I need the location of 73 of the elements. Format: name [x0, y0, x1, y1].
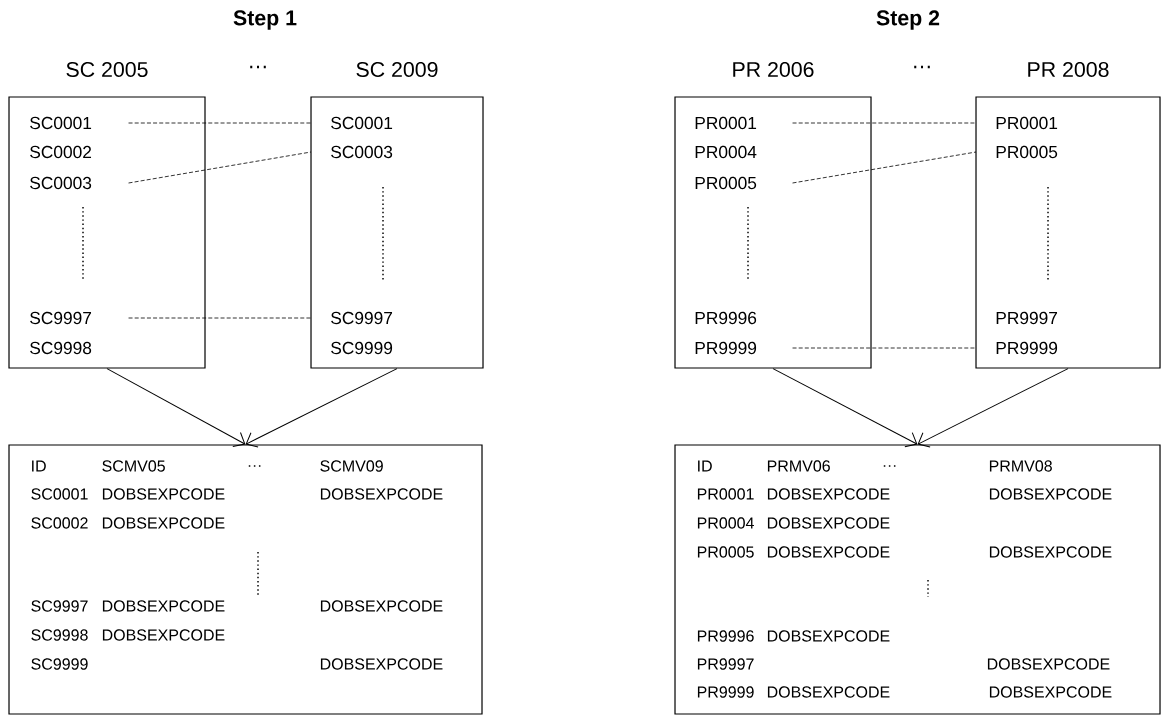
table-text: SC9999 [31, 658, 88, 670]
ellipsis: … [250, 65, 266, 69]
table-text: DOBSEXPCODE [767, 488, 890, 500]
table-text: SC0002 [31, 517, 88, 529]
table-text: SCMV09 [320, 460, 383, 472]
table-text: PR0001 [697, 488, 754, 500]
table-text: DOBSEXPCODE [989, 488, 1112, 500]
arrow [917, 368, 1069, 448]
table-text: PR0004 [697, 517, 754, 529]
table-text: DOBSEXPCODE [102, 517, 225, 529]
node-label: SC 2009 [356, 61, 438, 78]
dashed-connector [792, 151, 977, 184]
dashed-connector [792, 122, 977, 124]
table-text: PR0005 [697, 546, 754, 558]
table-text: ID [32, 460, 46, 472]
table-text: SC9997 [31, 600, 88, 612]
id-text: PR9997 [996, 311, 1058, 325]
table-text: DOBSEXPCODE [320, 600, 443, 612]
table-text: … [248, 465, 261, 467]
id-text: PR0005 [695, 176, 757, 190]
table-text: DOBSEXPCODE [320, 658, 443, 670]
table-text: DOBSEXPCODE [767, 546, 890, 558]
id-text: SC0001 [30, 116, 92, 130]
id-text: SC0003 [30, 176, 92, 190]
id-text: PR9999 [996, 341, 1058, 355]
table-box [8, 444, 483, 715]
table-text: SC0001 [31, 488, 88, 500]
table-text: PR9997 [697, 658, 754, 670]
table-text: ID [698, 460, 712, 472]
id-text: SC9997 [331, 311, 392, 325]
id-text: SC0003 [331, 145, 393, 159]
table-text: … [883, 465, 896, 467]
id-text: PR0004 [695, 145, 757, 159]
table-text: DOBSEXPCODE [102, 629, 225, 641]
id-text: SC0001 [331, 116, 393, 130]
table-text: DOBSEXPCODE [320, 488, 443, 500]
step-heading: Step 1 [233, 10, 297, 30]
table-text: DOBSEXPCODE [102, 600, 225, 612]
dashed-connector [128, 122, 312, 124]
table-text: DOBSEXPCODE [102, 488, 225, 500]
dashed-connector [792, 347, 977, 349]
dashed-connector [128, 317, 312, 319]
step-heading: Step 2 [876, 10, 940, 30]
table-text: PRMV08 [989, 460, 1052, 472]
id-text: SC9997 [30, 311, 91, 325]
id-text: SC0002 [30, 145, 91, 159]
arrow [772, 368, 918, 448]
table-text: DOBSEXPCODE [767, 630, 890, 642]
table-text: PR9996 [697, 630, 754, 642]
table-box [674, 444, 1161, 715]
table-text: DOBSEXPCODE [989, 686, 1112, 698]
node-label: SC 2005 [66, 61, 148, 78]
id-text: PR0005 [996, 145, 1058, 159]
arrow [245, 368, 398, 448]
id-text: SC9999 [331, 341, 393, 355]
id-text: PR9996 [695, 311, 757, 325]
id-text: PR9999 [695, 341, 757, 355]
arrow [106, 368, 246, 448]
node-label: PR 2006 [733, 61, 814, 78]
table-text: DOBSEXPCODE [767, 686, 890, 698]
table-text: SCMV05 [102, 460, 165, 472]
id-text: PR0001 [996, 116, 1058, 130]
ellipsis: … [914, 65, 930, 69]
table-text: SC9998 [31, 629, 88, 641]
dashed-connector [128, 151, 312, 184]
table-text: DOBSEXPCODE [987, 658, 1110, 670]
table-text: DOBSEXPCODE [989, 546, 1112, 558]
id-text: SC9998 [30, 341, 92, 355]
table-text: PRMV06 [767, 460, 830, 472]
node-label: PR 2008 [1028, 61, 1109, 78]
id-text: PR0001 [695, 116, 757, 130]
table-text: PR9999 [697, 686, 754, 698]
table-text: DOBSEXPCODE [767, 517, 890, 529]
